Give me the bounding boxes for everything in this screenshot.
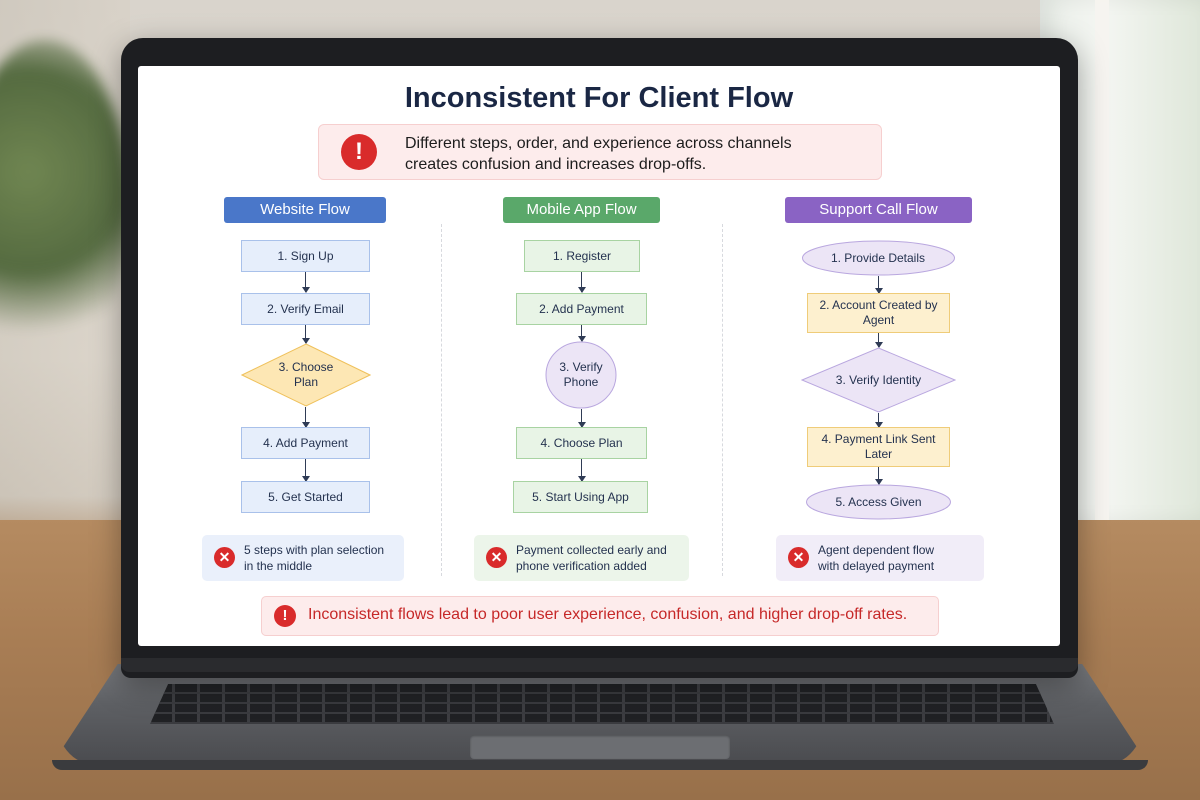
website-step-1: 1. Sign Up	[241, 240, 370, 272]
mobile-step-5: 5. Start Using App	[513, 481, 648, 513]
support-step-5-ellipse	[806, 484, 951, 520]
support-note: ✕ Agent dependent flow with delayed paym…	[776, 535, 984, 581]
laptop-keyboard-rows	[150, 684, 1054, 724]
support-step-2: 2. Account Created by Agent	[807, 293, 950, 333]
x-circle-icon: ✕	[214, 547, 235, 568]
column-divider	[722, 224, 723, 576]
x-circle-icon: ✕	[788, 547, 809, 568]
flow-arrow	[301, 272, 310, 293]
flow-arrow	[874, 333, 883, 348]
column-divider	[441, 224, 442, 576]
support-call-flow-header: Support Call Flow	[785, 197, 972, 223]
top-alert-text: Different steps, order, and experience a…	[405, 133, 865, 175]
laptop-screen: Inconsistent For Client Flow ! Different…	[138, 66, 1060, 646]
note-line-2: phone verification added	[516, 559, 647, 573]
top-alert-line-2: creates confusion and increases drop-off…	[405, 156, 707, 173]
laptop-hinge	[121, 658, 1078, 672]
flow-arrow	[874, 413, 883, 428]
top-alert-banner: ! Different steps, order, and experience…	[318, 124, 882, 180]
mobile-step-1: 1. Register	[524, 240, 640, 272]
support-note-text: Agent dependent flow with delayed paymen…	[818, 542, 934, 574]
website-step-4: 4. Add Payment	[241, 427, 370, 459]
x-circle-icon: ✕	[486, 547, 507, 568]
bottom-alert-text: Inconsistent flows lead to poor user exp…	[308, 606, 908, 623]
flow-arrow	[577, 409, 586, 428]
note-line-1: Agent dependent flow	[818, 543, 935, 557]
mobile-step-4: 4. Choose Plan	[516, 427, 647, 459]
website-step-3: 3. Choose Plan	[278, 360, 334, 389]
mobile-step-3: 3. Verify Phone	[559, 360, 603, 389]
top-alert-line-1: Different steps, order, and experience a…	[405, 135, 792, 152]
flow-arrow	[577, 272, 586, 293]
flow-arrow	[577, 325, 586, 342]
support-step-5: 5. Access Given	[835, 494, 922, 509]
flow-arrow	[301, 325, 310, 344]
laptop-base-edge	[52, 760, 1148, 770]
laptop-trackpad	[470, 735, 730, 759]
mobile-step-3-circle	[545, 341, 617, 409]
note-line-2: in the middle	[244, 559, 313, 573]
flow-arrow	[301, 407, 310, 428]
note-line-2: with delayed payment	[818, 559, 935, 573]
flow-arrow	[301, 459, 310, 482]
flow-arrow	[577, 459, 586, 482]
support-step-4: 4. Payment Link Sent Later	[807, 427, 950, 467]
website-step-5: 5. Get Started	[241, 481, 370, 513]
support-step-1-ellipse	[802, 240, 955, 276]
mobile-note: ✕ Payment collected early and phone veri…	[474, 535, 689, 581]
flow-arrow	[874, 276, 883, 294]
support-step-3-diamond	[801, 347, 956, 413]
website-step-2: 2. Verify Email	[241, 293, 370, 325]
note-line-1: Payment collected early and	[516, 543, 667, 557]
website-step-3-diamond	[241, 343, 371, 407]
website-note: ✕ 5 steps with plan selection in the mid…	[202, 535, 404, 581]
website-note-text: 5 steps with plan selection in the middl…	[244, 542, 384, 574]
mobile-step-2: 2. Add Payment	[516, 293, 647, 325]
mobile-note-text: Payment collected early and phone verifi…	[516, 542, 667, 574]
support-step-1: 1. Provide Details	[830, 250, 926, 265]
background-plant	[0, 40, 130, 370]
website-flow-header: Website Flow	[224, 197, 386, 223]
slide-title: Inconsistent For Client Flow	[404, 82, 794, 114]
note-line-1: 5 steps with plan selection	[244, 543, 385, 557]
flow-arrow	[874, 467, 883, 485]
support-step-3: 3. Verify Identity	[835, 372, 922, 387]
background-window-frame	[1095, 0, 1109, 520]
mobile-app-flow-header: Mobile App Flow	[503, 197, 660, 223]
bottom-alert-banner: ! Inconsistent flows lead to poor user e…	[261, 596, 939, 636]
exclamation-circle-icon: !	[274, 605, 296, 627]
exclamation-circle-icon: !	[341, 134, 377, 170]
